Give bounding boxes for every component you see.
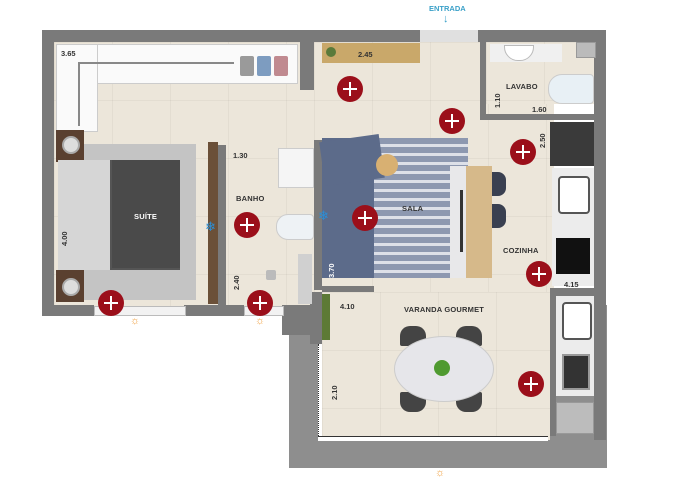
stool-icon [492, 204, 506, 228]
room-label-suite: SUÍTE [134, 212, 158, 221]
dim-suite: 4.00 [60, 231, 69, 246]
sun-icon: ☼ [130, 315, 141, 327]
fridge [550, 122, 594, 166]
tv-panel-sala [450, 166, 466, 278]
wall-top-right [478, 30, 606, 42]
wall-closet [300, 42, 314, 90]
centerpiece-plant [434, 360, 450, 376]
shower-head-icon [266, 270, 276, 280]
sun-icon: ☼ [255, 315, 266, 327]
hotspot-cozinha-top[interactable] [510, 139, 536, 165]
entry-bench [322, 43, 420, 63]
room-label-varanda: VARANDA GOURMET [404, 305, 485, 314]
varanda-sink [562, 302, 592, 340]
grill [562, 354, 590, 390]
wall-varanda-right [550, 296, 556, 436]
hotspot-sala-top[interactable] [439, 108, 465, 134]
kitchen-sink [558, 176, 590, 214]
sink-banho [278, 148, 314, 188]
window-suite [94, 306, 186, 316]
cooktop [556, 238, 590, 274]
plant-icon [326, 47, 336, 57]
ac-unit-icon: ❄ [318, 208, 329, 223]
wall-banho-left [218, 145, 226, 305]
floor-varanda [322, 292, 550, 440]
wall-lavabo-bottom [480, 114, 594, 120]
shirt-icon [240, 56, 254, 76]
hotspot-entry[interactable] [337, 76, 363, 102]
toilet-banho [276, 214, 314, 240]
dim-varanda-depth: 2.10 [330, 385, 339, 400]
wall-lavabo-left [480, 42, 486, 120]
hotspot-suite[interactable] [98, 290, 124, 316]
dim-sala: 3.70 [327, 263, 336, 278]
balcony-railing [318, 344, 322, 440]
wall-kitchen-bottom [550, 288, 606, 296]
tv-panel-suite [208, 142, 218, 304]
wall-left [42, 30, 54, 316]
dim-cozinha-width: 4.15 [564, 280, 579, 289]
shirt-icon [274, 56, 288, 76]
bed-pillows [58, 160, 110, 270]
room-label-banho: BANHO [236, 194, 265, 203]
room-label-lavabo: LAVABO [506, 82, 538, 91]
lamp-icon [62, 278, 80, 296]
shirt-icon [257, 56, 271, 76]
side-table [376, 154, 398, 176]
balcony-railing-bottom [318, 436, 548, 441]
hotspot-sala[interactable] [352, 205, 378, 231]
closet-rail-vertical [78, 62, 80, 126]
sofa-chaise [319, 134, 385, 186]
lamp-icon [62, 136, 80, 154]
room-label-sala: SALA [402, 204, 424, 213]
wall-bottom-suite [42, 305, 94, 316]
dim-varanda-width: 4.10 [340, 302, 355, 311]
shaft-icon [576, 42, 596, 58]
hotspot-varanda[interactable] [518, 371, 544, 397]
wall-top-left [42, 30, 420, 42]
entrance-arrow-icon: ↓ [443, 13, 449, 25]
room-label-cozinha: COZINHA [503, 246, 539, 255]
sun-icon: ☼ [435, 467, 446, 479]
dim-entry-bench: 2.45 [358, 50, 373, 59]
wall-varanda-left [310, 292, 322, 344]
shaft-icon [556, 402, 594, 434]
entrance-label: ENTRADA [429, 4, 466, 13]
tv [460, 190, 463, 252]
hotspot-cozinha[interactable] [526, 261, 552, 287]
hotspot-banho[interactable] [234, 212, 260, 238]
stool-icon [492, 172, 506, 196]
wall-sala-bottom [322, 286, 374, 292]
closet-side [56, 44, 98, 132]
wall-bottom-suite-mid [184, 305, 244, 316]
dim-banho-depth: 2.40 [232, 275, 241, 290]
dim-cozinha-depth: 2.50 [538, 133, 547, 148]
shower-glass [298, 254, 312, 304]
dim-lavabo-depth: 1.10 [493, 93, 502, 108]
dim-banho-width: 1.30 [233, 151, 248, 160]
wall-banho-right [314, 140, 322, 290]
bed-cover [112, 160, 180, 268]
planter [322, 294, 330, 340]
dim-lavabo-width: 1.60 [532, 105, 547, 114]
hotspot-banho-shower[interactable] [247, 290, 273, 316]
wall-right [594, 30, 606, 440]
toilet-lavabo [548, 74, 594, 104]
dim-closet: 3.65 [61, 49, 76, 58]
closet-rail [78, 62, 234, 64]
entry-door[interactable] [420, 30, 478, 42]
shirts [240, 56, 294, 78]
ac-unit-icon: ❄ [205, 219, 216, 234]
kitchen-island [466, 166, 492, 278]
